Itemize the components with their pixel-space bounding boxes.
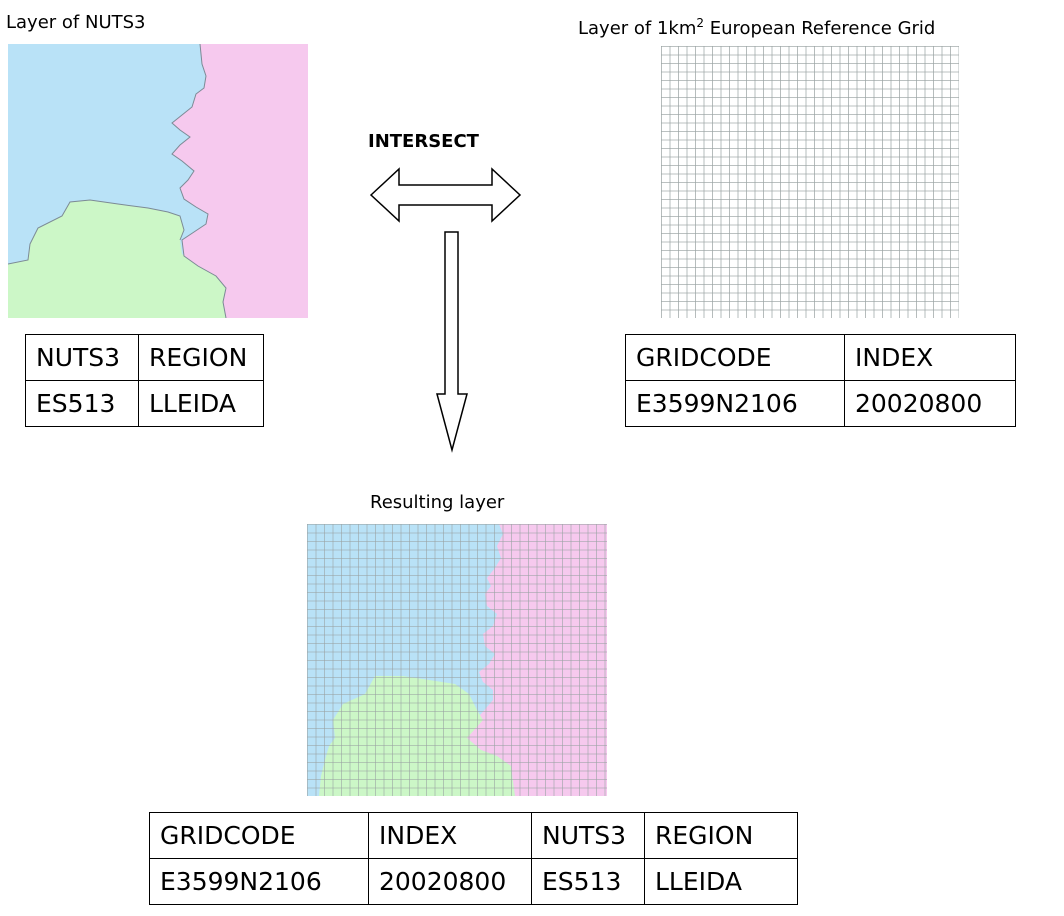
grid-caption-prefix: Layer of 1km (578, 18, 697, 39)
table-cell: LLEIDA (644, 858, 798, 905)
grid-attribute-table: GRIDCODE INDEX E3599N2106 20020800 (625, 334, 1016, 427)
down-arrow-icon (436, 231, 468, 453)
resulting-layer-map (307, 524, 607, 796)
nuts3-attribute-table: NUTS3 REGION ES513 LLEIDA (25, 334, 264, 427)
nuts3-map (8, 44, 308, 318)
nuts3-region-c (8, 200, 226, 318)
nuts3-boundary-b (171, 44, 227, 318)
table-cell: 20020800 (844, 380, 1016, 427)
table-header-cell: REGION (644, 812, 798, 859)
grid-caption-suffix: European Reference Grid (704, 18, 936, 39)
intersect-label: INTERSECT (368, 131, 479, 152)
table-header-row: GRIDCODE INDEX NUTS3 REGION (149, 812, 798, 859)
double-arrow-icon (369, 167, 522, 223)
table-row: E3599N2106 20020800 ES513 LLEIDA (149, 858, 798, 905)
result-region-c (319, 676, 515, 796)
table-cell: ES513 (531, 858, 645, 905)
table-header-cell: NUTS3 (531, 812, 645, 859)
table-row: E3599N2106 20020800 (625, 380, 1016, 427)
table-row: ES513 LLEIDA (25, 380, 264, 427)
table-header-cell: GRIDCODE (625, 334, 845, 381)
resulting-layer-caption: Resulting layer (370, 492, 505, 513)
grid-lines (661, 46, 959, 318)
table-cell: E3599N2106 (625, 380, 845, 427)
table-header-row: GRIDCODE INDEX (625, 334, 1016, 381)
nuts3-boundary-c (8, 199, 185, 265)
table-header-cell: GRIDCODE (149, 812, 369, 859)
nuts3-layer-caption: Layer of NUTS3 (6, 12, 146, 33)
table-header-cell: INDEX (844, 334, 1016, 381)
resulting-attribute-table: GRIDCODE INDEX NUTS3 REGION E3599N2106 2… (149, 812, 798, 905)
result-grid-lines (307, 524, 607, 796)
table-cell: 20020800 (368, 858, 532, 905)
nuts3-region-b (172, 44, 308, 318)
table-header-row: NUTS3 REGION (25, 334, 264, 381)
reference-grid (661, 46, 959, 318)
grid-caption-superscript: 2 (696, 16, 705, 30)
table-cell: ES513 (25, 380, 139, 427)
table-header-cell: REGION (138, 334, 264, 381)
table-header-cell: INDEX (368, 812, 532, 859)
table-cell: E3599N2106 (149, 858, 369, 905)
table-cell: LLEIDA (138, 380, 264, 427)
grid-layer-caption: Layer of 1km2 European Reference Grid (578, 12, 935, 40)
table-header-cell: NUTS3 (25, 334, 139, 381)
